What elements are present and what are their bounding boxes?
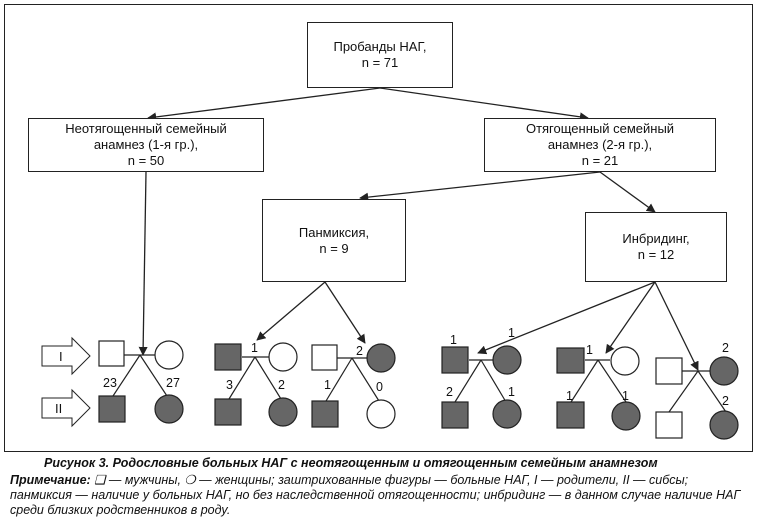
p5-left-count: 1 bbox=[566, 389, 573, 403]
generation-two-arrow bbox=[41, 388, 91, 428]
burdened-box: Отягощенный семейный анамнез (2-я гр.), … bbox=[484, 118, 716, 172]
p5-son bbox=[556, 401, 585, 429]
arrow-panmixia-to-p2 bbox=[256, 281, 326, 341]
p5-father bbox=[556, 347, 585, 374]
p1-right-count: 27 bbox=[166, 376, 180, 390]
unburdened-line1: Неотягощенный семейный bbox=[65, 121, 227, 136]
p1-daughter bbox=[154, 394, 184, 424]
p1-father bbox=[98, 340, 125, 367]
unburdened-box: Неотягощенный семейный анамнез (1-я гр.)… bbox=[28, 118, 264, 172]
p1-left-count: 23 bbox=[103, 376, 117, 390]
p6-right-count: 2 bbox=[722, 394, 729, 408]
unburdened-line2: анамнез (1-я гр.), bbox=[93, 137, 199, 152]
p4-top-count: 1 bbox=[508, 326, 515, 340]
p6-top-count: 2 bbox=[722, 341, 729, 355]
arrow-inbreeding-to-p4 bbox=[477, 281, 656, 355]
p4-topleft-count: 1 bbox=[450, 333, 457, 347]
p3-top-count: 2 bbox=[356, 344, 363, 358]
arrow-inbreeding-to-p6 bbox=[654, 281, 699, 371]
probands-line2: n = 71 bbox=[361, 55, 399, 70]
figure-note: Примечание: ❑ — мужчины, ❍ — женщины; за… bbox=[10, 473, 750, 518]
arrow-inbreeding-to-p5 bbox=[605, 281, 656, 354]
panmixia-box: Панмиксия, n = 9 bbox=[262, 199, 406, 282]
p4-son bbox=[441, 401, 469, 429]
p4-right-count: 1 bbox=[508, 385, 515, 399]
generation-two-label: II bbox=[55, 401, 62, 416]
p2-left-count: 3 bbox=[226, 378, 233, 392]
note-text: ❑ — мужчины, ❍ — женщины; заштрихованные… bbox=[10, 473, 741, 517]
inbreeding-line1: Инбридинг, bbox=[622, 231, 690, 246]
arrow-probands-to-burdened bbox=[379, 87, 589, 122]
p5-right-count: 1 bbox=[622, 389, 629, 403]
generation-one-arrow bbox=[41, 336, 91, 376]
p2-top-count: 1 bbox=[251, 341, 258, 355]
p6-father bbox=[655, 357, 683, 385]
p3-daughter bbox=[366, 399, 396, 429]
probands-box: Пробанды НАГ, n = 71 bbox=[307, 22, 453, 88]
p2-right-count: 2 bbox=[278, 378, 285, 392]
p4-father bbox=[441, 346, 469, 374]
burdened-line3: n = 21 bbox=[581, 153, 619, 168]
p2-mother bbox=[268, 342, 298, 372]
p5-daughter bbox=[611, 401, 641, 431]
arrow-probands-to-unburdened bbox=[147, 87, 381, 122]
p3-mother bbox=[366, 343, 396, 373]
arrow-panmixia-to-p3 bbox=[324, 281, 366, 344]
p6-son bbox=[655, 411, 683, 439]
p6-daughter bbox=[709, 410, 739, 440]
p3-right-count: 0 bbox=[376, 380, 383, 394]
inbreeding-box: Инбридинг, n = 12 bbox=[585, 212, 727, 282]
generation-one-label: I bbox=[59, 349, 63, 364]
p2-son bbox=[214, 398, 242, 426]
p4-left-count: 2 bbox=[446, 385, 453, 399]
arrow-burdened-to-panmixia bbox=[359, 171, 601, 202]
p4-mother bbox=[492, 345, 522, 375]
panmixia-line1: Панмиксия, bbox=[298, 224, 370, 240]
note-label: Примечание: bbox=[10, 473, 91, 487]
arrow-unburdened-to-p1 bbox=[138, 171, 148, 356]
p2-daughter bbox=[268, 397, 298, 427]
p3-left-count: 1 bbox=[324, 378, 331, 392]
unburdened-line3: n = 50 bbox=[127, 153, 165, 168]
p3-son bbox=[311, 400, 339, 428]
burdened-line2: анамнез (2-я гр.), bbox=[547, 137, 653, 152]
p2-father bbox=[214, 343, 242, 371]
figure-frame bbox=[4, 4, 753, 452]
probands-line1: Пробанды НАГ, bbox=[333, 39, 427, 54]
p6-mother bbox=[709, 356, 739, 386]
burdened-line1: Отягощенный семейный bbox=[525, 121, 675, 136]
p3-father bbox=[311, 344, 338, 371]
inbreeding-line2: n = 12 bbox=[637, 247, 675, 262]
p1-son bbox=[98, 395, 126, 423]
panmixia-line2: n = 9 bbox=[319, 240, 349, 256]
p1-mother bbox=[154, 340, 184, 370]
figure-caption: Рисунок 3. Родословные больных НАГ с нео… bbox=[44, 456, 658, 470]
p4-daughter bbox=[492, 399, 522, 429]
p5-mother bbox=[610, 346, 640, 376]
arrow-burdened-to-inbreeding bbox=[599, 171, 656, 213]
p5-top-count: 1 bbox=[586, 343, 593, 357]
